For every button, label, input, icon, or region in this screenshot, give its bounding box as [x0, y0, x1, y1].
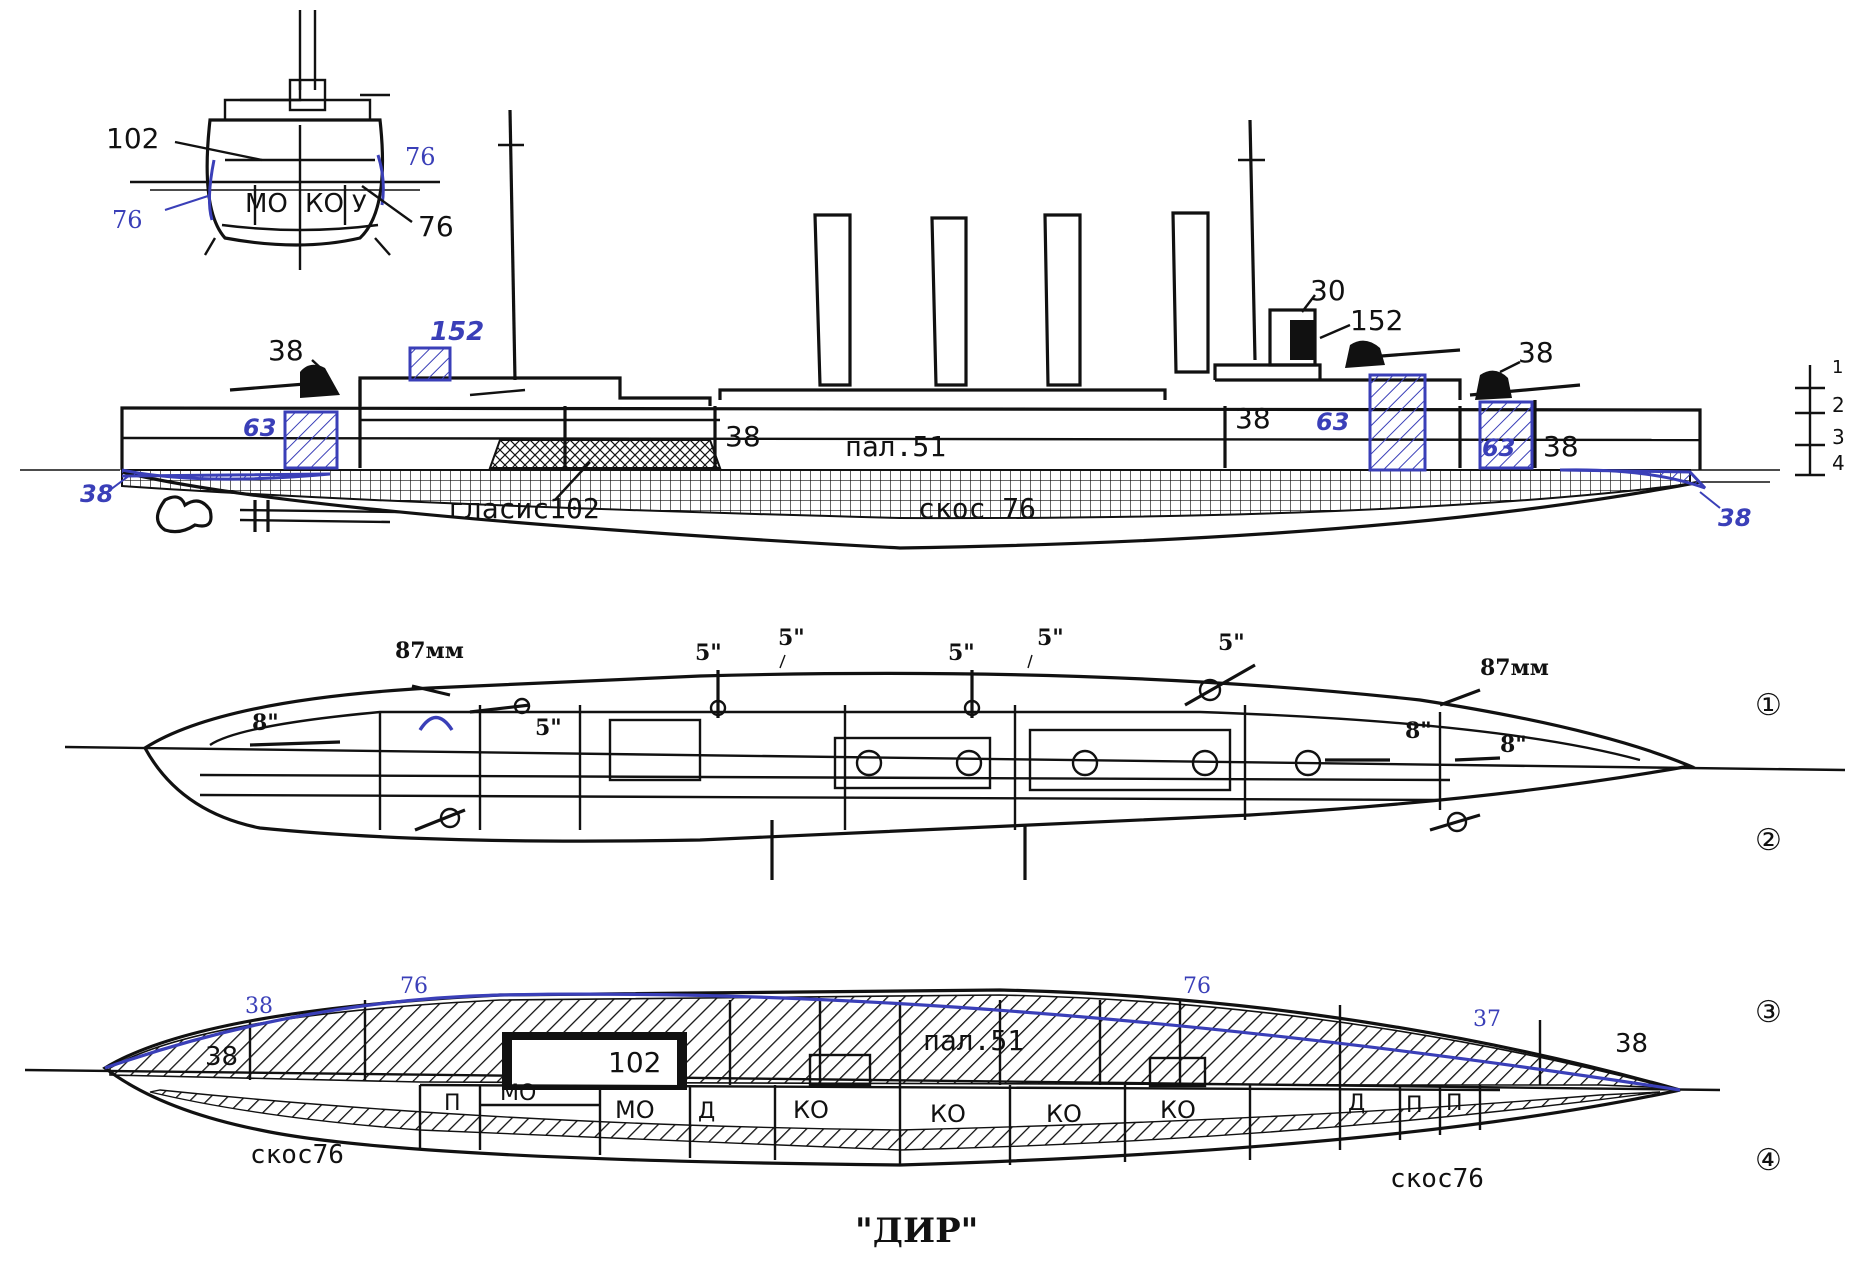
circle-4: ④: [1755, 1143, 1782, 1178]
label-76-left-blue: 76: [112, 206, 143, 234]
keel-line: [121, 470, 1701, 550]
label-5in-a: 5": [695, 640, 722, 666]
label-bow-gun-38: 38: [268, 334, 304, 367]
label-stern-38-blue: 38: [1718, 504, 1751, 532]
side-view: 38 152 30 152 38 63 63 63 38 38 38 38 38…: [20, 109, 1845, 550]
label-102-section: 102: [106, 122, 159, 155]
blue-belt-line: [104, 992, 1681, 1092]
label-76-blue-b: 76: [1183, 974, 1211, 999]
label-ko-4: КО: [1160, 1096, 1196, 1124]
label-d-1: Д: [698, 1099, 715, 1124]
cross-section: 102 76 76 76 МО КО У: [106, 10, 454, 270]
circle-1: ①: [1755, 688, 1782, 723]
label-30: 30: [1310, 274, 1346, 307]
label-8in-left: 8": [252, 710, 279, 736]
aft-armor-63-box: [1478, 400, 1534, 470]
mid-armor-63-box: [1368, 373, 1427, 472]
circle-3: ③: [1755, 995, 1782, 1030]
label-mo-1: МО: [500, 1081, 536, 1106]
label-slope-76: скос 76: [918, 492, 1036, 525]
label-mo-section: МО: [245, 189, 288, 219]
label-ko-2: КО: [930, 1100, 966, 1128]
label-ko-3: КО: [1046, 1100, 1082, 1128]
label-deck-51-plan: пал.51: [923, 1024, 1024, 1057]
label-76-right-black: 76: [418, 210, 454, 243]
bow-armor-63-box: [283, 410, 339, 470]
label-76-blue-a: 76: [400, 974, 428, 999]
label-ko-1: КО: [793, 1096, 829, 1124]
label-102-plan: 102: [608, 1046, 661, 1079]
label-152-blue: 152: [430, 317, 484, 347]
label-bulk-38-a: 38: [725, 420, 761, 453]
label-bulk-38-c: 38: [1543, 430, 1579, 463]
label-p-3: П: [1446, 1091, 1463, 1116]
label-37-blue: 37: [1473, 1007, 1501, 1032]
label-8in-right-a: 8": [1405, 718, 1432, 744]
label-ko-section: КО: [305, 189, 344, 219]
label-38-left: 38: [205, 1042, 238, 1072]
label-bow-38-blue: 38: [80, 480, 113, 508]
label-5in-f: 5": [535, 715, 562, 741]
circle-2: ②: [1755, 823, 1782, 858]
label-mo-2: МО: [615, 1096, 655, 1124]
label-5in-c: 5": [948, 640, 975, 666]
deck-index-1: 1: [1832, 357, 1843, 378]
label-deck-51: пал.51: [845, 430, 946, 463]
deck-level-scale: 1 2 3 4: [1795, 357, 1845, 477]
label-p-1: П: [444, 1091, 461, 1116]
label-glacis: гласис102: [448, 492, 600, 525]
label-38-blue: 38: [245, 994, 273, 1019]
conning-152-box: [408, 346, 452, 382]
plan-upper: 87мм 87мм 8" 8" 8" 5" 5" 5" 5" 5" 5" ① ②: [64, 625, 1846, 880]
label-5in-d: 5": [1037, 625, 1064, 651]
label-87mm-left: 87мм: [395, 638, 464, 664]
hull-plan-upper: [142, 671, 1696, 843]
label-d-2: Д: [1348, 1091, 1365, 1116]
label-5in-e: 5": [1218, 630, 1245, 656]
label-76-right-blue: 76: [405, 143, 436, 171]
plan-lower: 38 76 76 37 38 38 102 пал.51 П МО МО Д К…: [24, 974, 1782, 1194]
label-mid-63: 63: [1316, 408, 1349, 436]
label-8in-right-b: 8": [1500, 732, 1527, 758]
label-bulk-38-b: 38: [1235, 402, 1271, 435]
label-5in-b: 5": [778, 625, 805, 651]
label-slope-left: скос76: [250, 1140, 344, 1170]
deck-index-2: 2: [1832, 393, 1845, 417]
label-u-section: У: [352, 190, 367, 218]
funnels: [813, 211, 1210, 387]
label-38-right: 38: [1615, 1029, 1648, 1059]
label-152-conning: 152: [1350, 304, 1403, 337]
label-bow-63: 63: [243, 414, 276, 442]
deck-index-4: 4: [1832, 451, 1845, 475]
diagram-title: "ДИР": [855, 1211, 978, 1251]
label-aft-63: 63: [1482, 434, 1515, 462]
deck-index-3: 3: [1832, 425, 1845, 449]
label-slope-right: скос76: [1390, 1164, 1484, 1194]
label-p-2: П: [1406, 1093, 1423, 1118]
label-aft-gun-38: 38: [1518, 336, 1554, 369]
label-87mm-right: 87мм: [1480, 655, 1549, 681]
